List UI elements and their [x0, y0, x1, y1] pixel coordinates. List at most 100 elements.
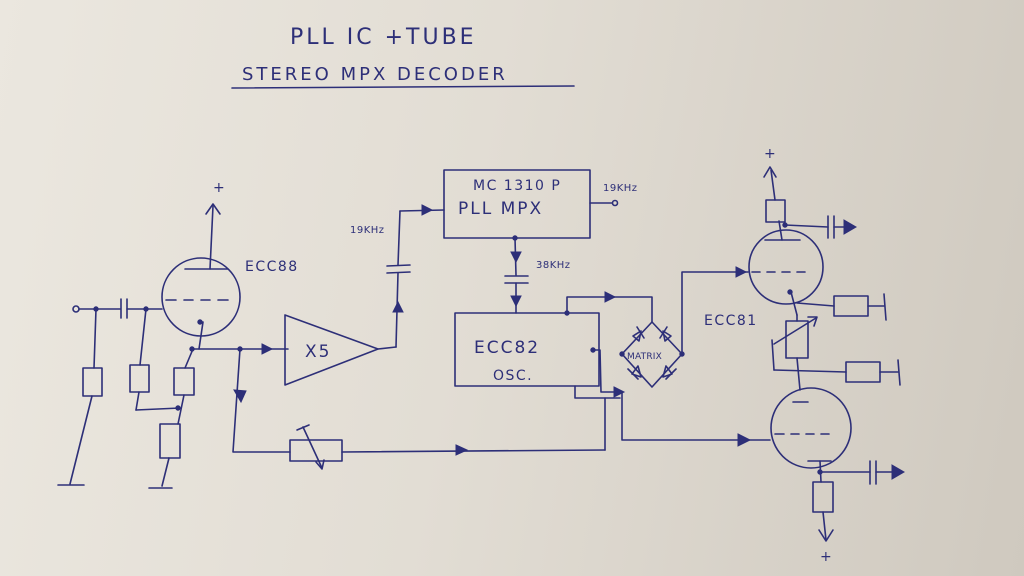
- signal-arrow: [261, 343, 274, 355]
- cathode-resistor-lower: [159, 423, 181, 459]
- signal-arrow: [613, 386, 626, 398]
- feed-wire: [232, 348, 291, 453]
- wire: [161, 457, 170, 487]
- anode-resistor-top: [765, 199, 786, 223]
- input-section: [57, 298, 195, 489]
- ecc88-tube: [161, 203, 241, 350]
- cathode-resistor-mid: [845, 361, 881, 383]
- pot-body: [289, 439, 343, 462]
- pot-wiper: [302, 426, 323, 469]
- ecc81-label: ECC81: [704, 313, 758, 329]
- ecc82-label: ECC82: [474, 338, 540, 358]
- diagram-title: PLL IC +TUBE: [290, 25, 477, 50]
- signal-arrow: [233, 389, 247, 404]
- wire: [770, 169, 776, 201]
- osc-output-wire-mid: [592, 349, 621, 393]
- ecc81-upper-triode: [748, 229, 824, 316]
- wire: [796, 302, 835, 307]
- ecc88-label: ECC88: [245, 259, 299, 275]
- diode: [662, 330, 672, 342]
- junction-dot: [189, 346, 195, 352]
- tube-cathode-lead: [198, 321, 204, 350]
- supply-arrow: [818, 529, 834, 542]
- diagram-subtitle: STEREO MPX DECODER: [242, 64, 508, 85]
- wire: [771, 339, 775, 371]
- wire: [209, 205, 214, 270]
- tube-envelope: [748, 229, 824, 305]
- pll-chip-name: PLL MPX: [458, 199, 543, 219]
- output-capacitor-top: [827, 215, 835, 239]
- feed-wire: [341, 449, 606, 453]
- osc-output-wire-top: [566, 296, 653, 323]
- matrix-label: MATRIX: [627, 352, 662, 362]
- cathode-resistor-top: [833, 295, 869, 317]
- pll-input-capacitor: [386, 264, 411, 274]
- diode: [631, 365, 642, 378]
- ecc81-lower-triode: [770, 387, 852, 469]
- ground-symbol: [883, 293, 887, 321]
- matrix-output-bottom: [621, 391, 771, 441]
- diode: [662, 365, 673, 378]
- freq-19khz-out-label: 19KHz: [603, 183, 638, 194]
- junction-dot: [175, 405, 181, 411]
- supply-arrow: [763, 166, 777, 178]
- wire: [177, 394, 185, 425]
- pll-chip-part-number: MC 1310 P: [473, 178, 561, 194]
- wire: [135, 407, 181, 411]
- signal-arrow: [421, 204, 434, 216]
- wire: [184, 348, 194, 369]
- output-terminal: [611, 199, 619, 207]
- matrix-diode-bridge: [619, 321, 685, 388]
- signal-arrow: [737, 433, 752, 447]
- grid-resistor: [129, 364, 150, 393]
- wire: [93, 308, 97, 369]
- osc-coupling-capacitor: [504, 275, 529, 284]
- output-capacitor-bottom: [869, 460, 877, 485]
- wire: [69, 395, 93, 485]
- plus-output-top: +: [764, 146, 777, 162]
- matrix-output-top: [681, 271, 749, 355]
- signal-arrow: [604, 291, 617, 303]
- x5-amplifier: [284, 314, 379, 386]
- junction-dot: [197, 319, 203, 325]
- output-arrow-top: [843, 219, 857, 235]
- freq-19khz-in-label: 19KHz: [350, 225, 385, 236]
- plus-input-supply: +: [213, 180, 226, 196]
- matrix-diamond: [621, 321, 683, 388]
- pot-wiper: [773, 317, 817, 345]
- tube-envelope: [770, 387, 852, 469]
- plus-output-bottom: +: [820, 549, 833, 565]
- amplifier-gain-label: X5: [305, 342, 331, 362]
- pot-body: [785, 320, 809, 359]
- wire: [822, 511, 827, 541]
- osc-label: OSC.: [493, 368, 533, 384]
- wire: [796, 357, 801, 391]
- diode: [632, 330, 642, 342]
- output-arrow-bottom: [891, 464, 905, 480]
- wire: [377, 346, 397, 350]
- wire: [784, 224, 829, 228]
- input-capacitor: [120, 298, 128, 319]
- tube-cathode-lead: [790, 291, 798, 316]
- ground-symbol: [897, 359, 901, 386]
- wire: [778, 220, 783, 241]
- signal-arrow: [510, 251, 522, 264]
- signal-arrow: [510, 295, 522, 308]
- balance-potentiometer: [289, 424, 343, 470]
- subtitle-underline: [231, 85, 575, 89]
- signal-arrow: [392, 300, 404, 313]
- cathode-potentiometer: [773, 316, 818, 359]
- cathode-resistor: [173, 367, 195, 396]
- supply-arrow: [205, 203, 221, 215]
- input-resistor: [82, 367, 103, 397]
- wire: [139, 308, 147, 366]
- wire: [135, 391, 140, 411]
- anode-resistor-bottom: [812, 481, 834, 513]
- wire: [773, 369, 847, 373]
- signal-arrow: [735, 266, 748, 278]
- freq-38khz-label: 38KHz: [536, 260, 571, 271]
- wire: [397, 210, 401, 266]
- input-terminal: [72, 305, 80, 313]
